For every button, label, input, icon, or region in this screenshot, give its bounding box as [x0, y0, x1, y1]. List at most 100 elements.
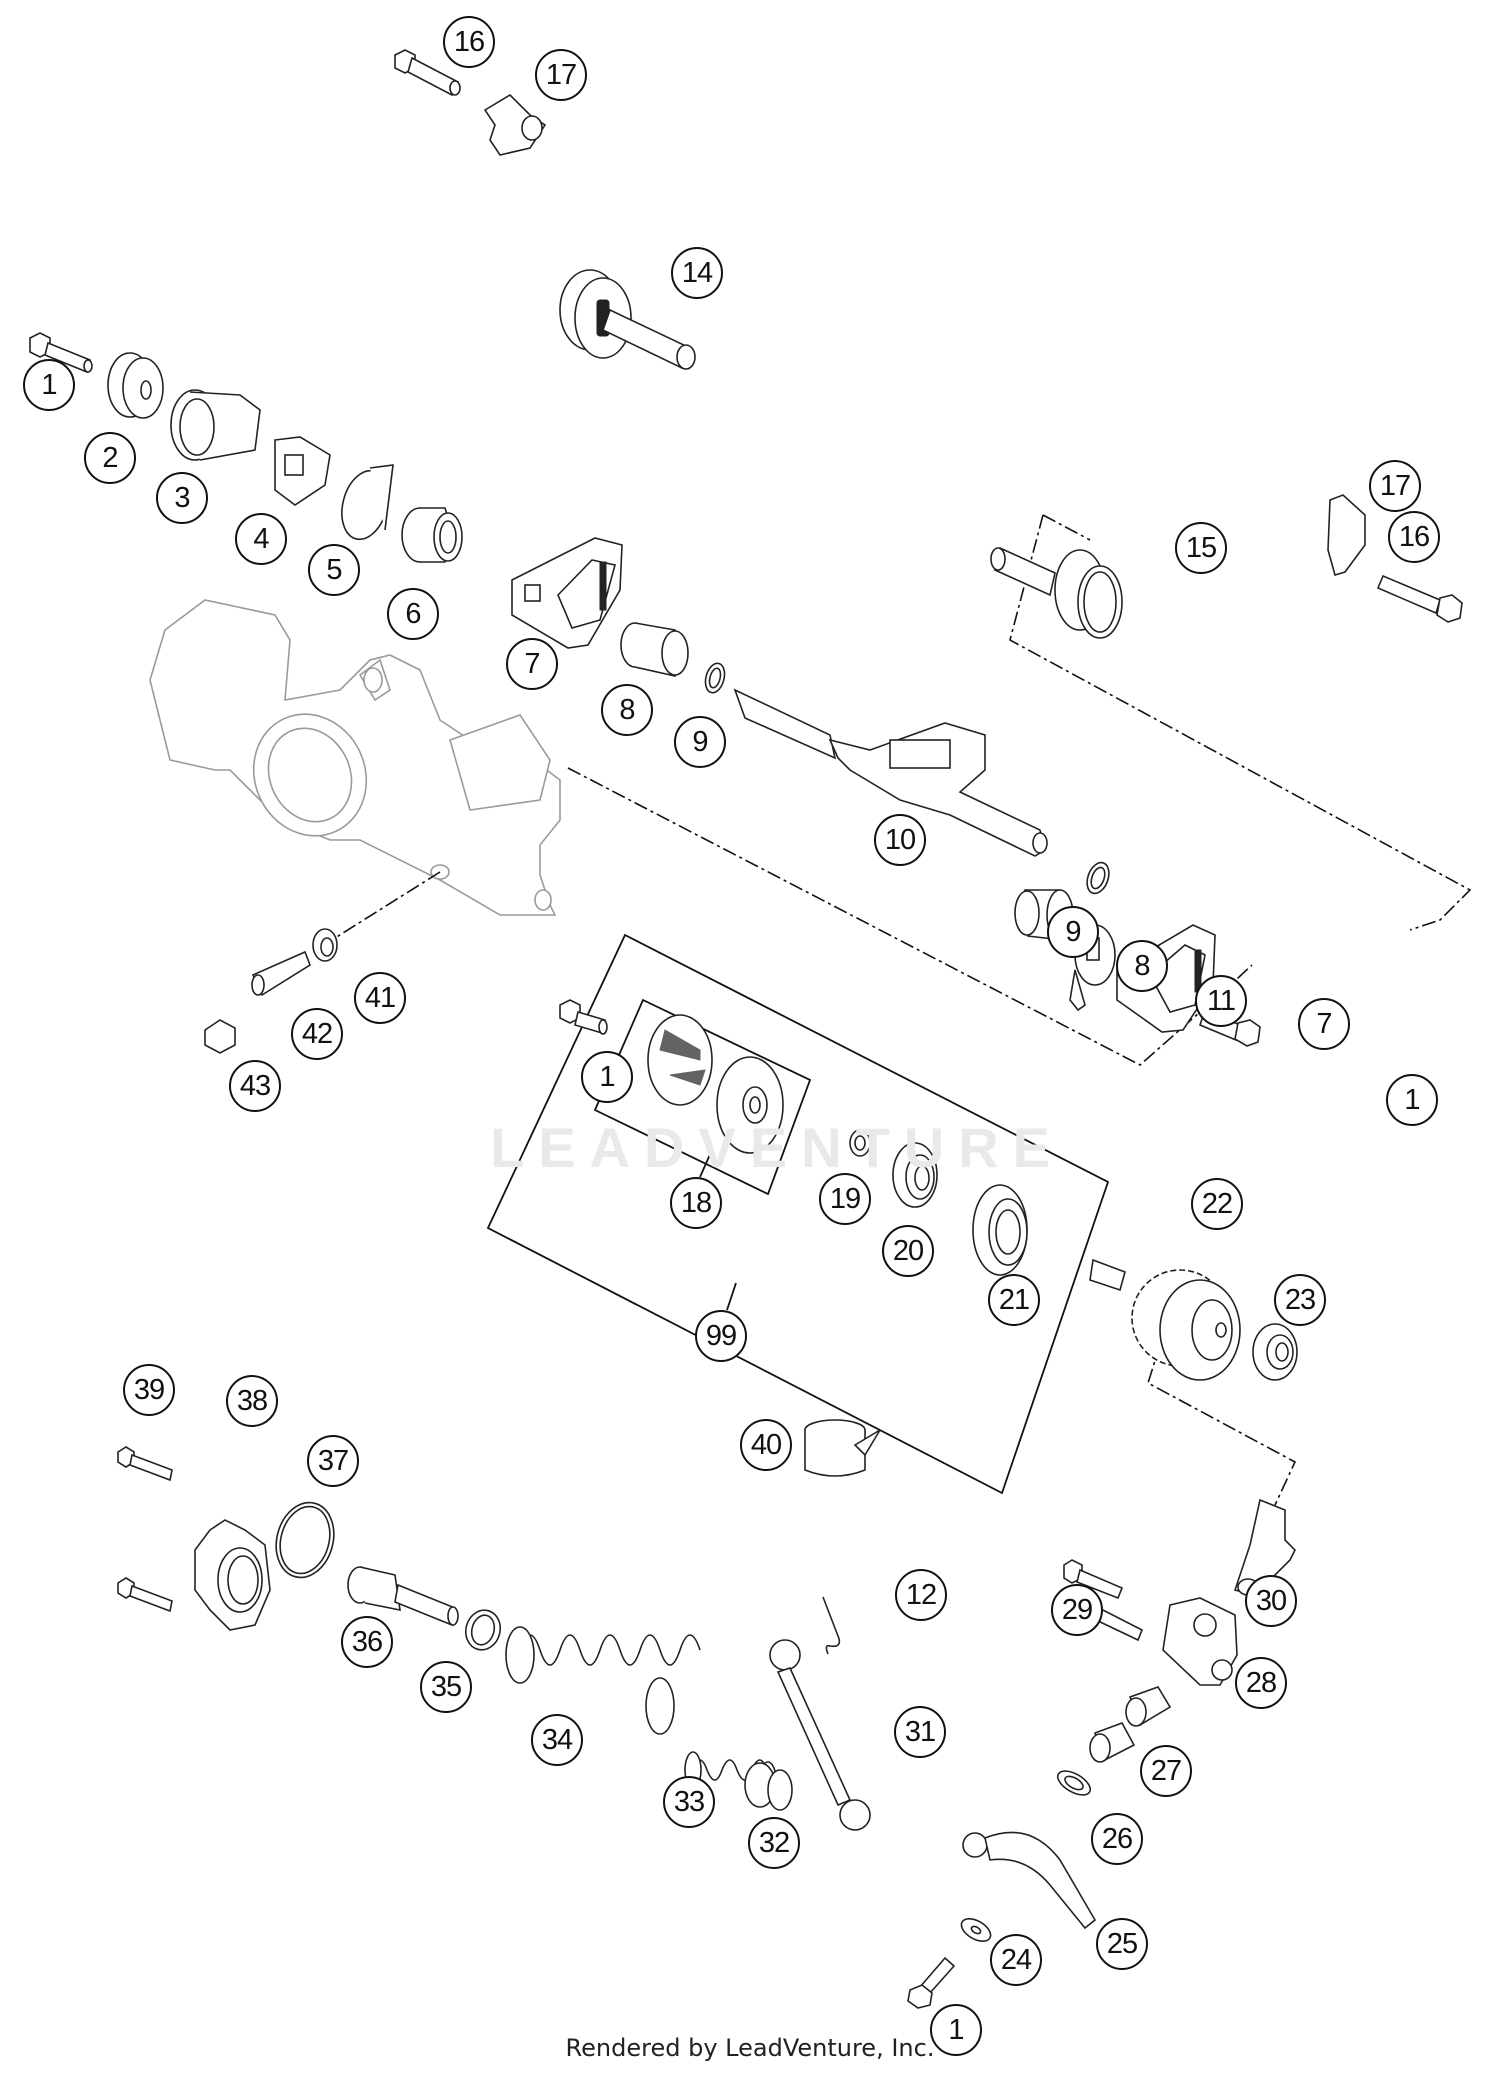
lever-plate-7-left	[511, 537, 623, 649]
cover-38	[194, 1519, 271, 1631]
callout-part-16[interactable]: 16	[443, 16, 495, 68]
bolt-1-bottom	[907, 1956, 956, 2009]
washer-9-right	[1086, 861, 1110, 895]
callout-part-1[interactable]: 1	[930, 2004, 982, 2056]
leader-line-15-group	[1009, 514, 1472, 931]
callout-part-28[interactable]: 28	[1235, 1657, 1287, 1709]
callout-part-1[interactable]: 1	[1386, 1074, 1438, 1126]
callout-part-33[interactable]: 33	[663, 1776, 715, 1828]
callout-part-43[interactable]: 43	[229, 1060, 281, 1112]
callout-part-41[interactable]: 41	[354, 972, 406, 1024]
bushing-8-left	[620, 622, 689, 677]
spring-guide-36	[347, 1566, 459, 1627]
impeller-18	[647, 1014, 713, 1106]
callout-part-42[interactable]: 42	[291, 1008, 343, 1060]
washer-26	[1056, 1770, 1092, 1796]
washer-24	[960, 1918, 992, 1942]
bushings-27	[1089, 1686, 1172, 1763]
callout-part-16[interactable]: 16	[1388, 511, 1440, 563]
callout-part-15[interactable]: 15	[1175, 522, 1227, 574]
callout-part-2[interactable]: 2	[84, 432, 136, 484]
spring-34	[505, 1626, 701, 1735]
leader-line-41	[334, 871, 441, 939]
callout-part-24[interactable]: 24	[990, 1934, 1042, 1986]
footer-credit: Rendered by LeadVenture, Inc.	[565, 2034, 935, 2062]
callout-part-29[interactable]: 29	[1051, 1584, 1103, 1636]
callout-part-17[interactable]: 17	[535, 49, 587, 101]
kit-99-frame	[486, 933, 1110, 1495]
callout-part-9[interactable]: 9	[674, 716, 726, 768]
callout-part-8[interactable]: 8	[601, 684, 653, 736]
spring-seat-32	[744, 1762, 793, 1811]
callout-part-6[interactable]: 6	[387, 588, 439, 640]
callout-part-30[interactable]: 30	[1245, 1575, 1297, 1627]
callout-part-1[interactable]: 1	[23, 359, 75, 411]
callout-part-11[interactable]: 11	[1195, 975, 1247, 1027]
callout-part-40[interactable]: 40	[740, 1419, 792, 1471]
bolt-16-top	[394, 49, 461, 97]
washer-19	[849, 1129, 871, 1157]
gear-22	[1089, 1258, 1241, 1381]
clip-17-top	[483, 93, 547, 156]
bearing-21	[972, 1184, 1028, 1276]
seal-plate-18	[716, 1056, 784, 1154]
callout-part-36[interactable]: 36	[341, 1616, 393, 1668]
shift-shaft-10	[733, 688, 1048, 857]
kickstarter-lever-25	[962, 1831, 1097, 1930]
callout-part-23[interactable]: 23	[1274, 1274, 1326, 1326]
callout-part-31[interactable]: 31	[894, 1706, 946, 1758]
clip-12	[822, 1596, 841, 1655]
bolt-1-left	[29, 332, 93, 374]
callout-part-7[interactable]: 7	[506, 638, 558, 690]
callout-part-32[interactable]: 32	[748, 1817, 800, 1869]
callout-part-26[interactable]: 26	[1091, 1813, 1143, 1865]
nut-43	[204, 1019, 236, 1054]
callout-part-19[interactable]: 19	[819, 1173, 871, 1225]
callout-part-38[interactable]: 38	[226, 1375, 278, 1427]
bolts-39	[117, 1446, 173, 1613]
washer-35	[464, 1609, 502, 1651]
spacer-2	[107, 352, 164, 419]
callout-part-39[interactable]: 39	[123, 1364, 175, 1416]
callout-part-34[interactable]: 34	[531, 1714, 583, 1766]
shaft-15	[990, 546, 1123, 639]
callout-part-12[interactable]: 12	[895, 1569, 947, 1621]
bolt-1-kit	[559, 999, 608, 1035]
callout-part-8[interactable]: 8	[1116, 940, 1168, 992]
bearing-20	[892, 1142, 938, 1208]
callout-part-17[interactable]: 17	[1369, 460, 1421, 512]
washer-9-left	[704, 662, 726, 694]
callout-part-1[interactable]: 1	[581, 1051, 633, 1103]
callout-part-35[interactable]: 35	[420, 1661, 472, 1713]
callout-part-99[interactable]: 99	[695, 1310, 747, 1362]
clip-17-right	[1327, 494, 1366, 577]
cam-4	[274, 436, 331, 506]
callout-part-20[interactable]: 20	[882, 1225, 934, 1277]
callout-part-4[interactable]: 4	[235, 513, 287, 565]
callout-part-9[interactable]: 9	[1047, 906, 1099, 958]
spring-5	[341, 464, 394, 541]
ratchet-3	[170, 389, 261, 461]
callout-part-25[interactable]: 25	[1096, 1918, 1148, 1970]
callout-part-27[interactable]: 27	[1140, 1745, 1192, 1797]
bearing-block-28	[1162, 1597, 1238, 1686]
sleeve-40	[804, 1419, 881, 1477]
callout-part-10[interactable]: 10	[874, 814, 926, 866]
callout-part-18[interactable]: 18	[670, 1177, 722, 1229]
callout-part-22[interactable]: 22	[1191, 1178, 1243, 1230]
leader-line-22-to-30	[1147, 1344, 1297, 1506]
callout-part-14[interactable]: 14	[671, 247, 723, 299]
shaft-14	[559, 269, 696, 370]
callout-part-7[interactable]: 7	[1298, 998, 1350, 1050]
callout-part-3[interactable]: 3	[156, 472, 208, 524]
callout-part-37[interactable]: 37	[307, 1435, 359, 1487]
link-rod-31	[769, 1639, 871, 1831]
bushing-6	[401, 507, 463, 563]
callout-part-5[interactable]: 5	[308, 544, 360, 596]
pin-42	[251, 950, 311, 997]
callout-part-21[interactable]: 21	[988, 1274, 1040, 1326]
bolt-16-right	[1376, 574, 1463, 623]
o-ring-37	[275, 1501, 335, 1579]
bearing-23	[1252, 1323, 1298, 1381]
